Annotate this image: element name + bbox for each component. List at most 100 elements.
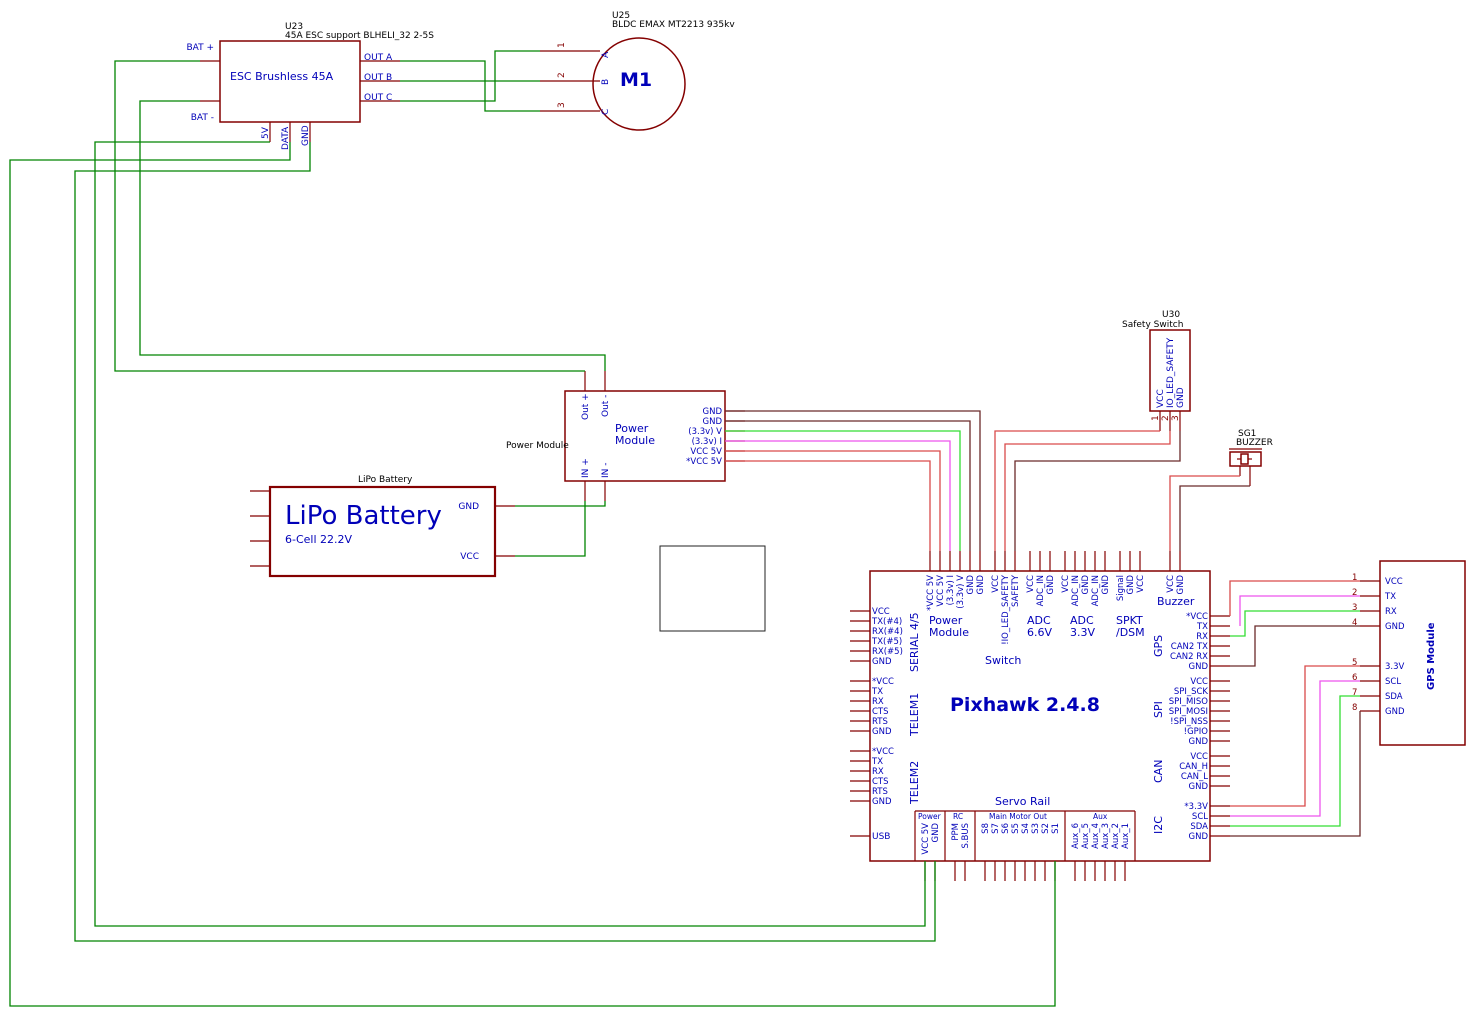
safety-switch-component: U30 Safety Switch VCC IO_LED_SAFETY GND … xyxy=(1122,310,1191,431)
esc-out-b: OUT B xyxy=(364,73,392,83)
gps-pin-label: TX xyxy=(1384,592,1396,602)
pixhawk-bottom-pin-label: Aux_5 xyxy=(1081,823,1091,849)
pixhawk-left-pin-label: RX xyxy=(872,767,884,777)
motor-num-2: 2 xyxy=(557,72,567,78)
pixhawk-usb: USB xyxy=(872,832,890,842)
blank-box xyxy=(659,545,766,632)
motor-num-3: 3 xyxy=(557,102,567,108)
safety-num-3: 3 xyxy=(1171,415,1181,421)
pixhawk-telem1: TELEM1 xyxy=(908,693,921,737)
esc-bat-minus: BAT - xyxy=(191,113,214,123)
pixhawk-bottom-pin-label: Aux_4 xyxy=(1091,823,1101,849)
buzzer-desc: BUZZER xyxy=(1236,438,1273,448)
power-module-component: Power Module Power Module Out + Out - IN… xyxy=(506,371,745,501)
pixhawk-bottom-pin-label: S6 xyxy=(1001,823,1011,834)
gps-pin-number: 3 xyxy=(1352,603,1357,613)
gps-pin-number: 7 xyxy=(1352,688,1357,698)
pixhawk-bottom-pin-label: S1 xyxy=(1051,823,1061,834)
pixhawk-bottom-pin-label: S3 xyxy=(1031,823,1041,834)
motor-pin-a: A xyxy=(601,51,611,58)
buzzer-component: SG1 BUZZER xyxy=(1229,429,1273,486)
motor-name: M1 xyxy=(620,69,652,91)
power-module-label: Power Module xyxy=(506,441,569,451)
pm-pin-label: *VCC 5V xyxy=(686,457,722,467)
pixhawk-top-pin-label: GND xyxy=(1081,575,1091,595)
pixhawk-top-pin-label: VCC 5V xyxy=(936,575,946,607)
pixhawk-top-pin-label: (3.3v) V xyxy=(956,575,966,609)
pixhawk-top-pin-label: SAFETY xyxy=(1011,574,1021,607)
gps-pin-label: VCC xyxy=(1385,577,1403,587)
gps-pin-number: 1 xyxy=(1352,573,1357,583)
pixhawk-pm2: Module xyxy=(929,626,969,639)
pixhawk-top-pin-label: !IO_LED_SAFETY xyxy=(1001,574,1011,645)
esc-name: ESC Brushless 45A xyxy=(230,70,334,83)
esc-data: DATA xyxy=(281,126,291,150)
pixhawk-serial45: SERIAL 4/5 xyxy=(908,612,921,672)
pixhawk-top-pin-label: ADC_IN xyxy=(1071,575,1081,606)
esc-ref: U23 xyxy=(285,22,303,32)
pixhawk-bottom-pin-label: GND xyxy=(931,823,941,843)
pixhawk-main: Main Motor Out xyxy=(989,812,1047,821)
pixhawk-top-pin-label: GND xyxy=(1046,575,1056,595)
pixhawk-bottom-pin-label: Aux_2 xyxy=(1111,823,1121,849)
safety-pin-led: IO_LED_SAFETY xyxy=(1166,337,1176,408)
pm-pin-label: (3.3v) I xyxy=(692,437,722,447)
pixhawk-right-pin-label: SPI_MOSI xyxy=(1169,707,1208,717)
gps-pin-label: SCL xyxy=(1385,677,1401,687)
pixhawk-top-pin-label: ADC_IN xyxy=(1036,575,1046,606)
pixhawk-right-pin-label: *3.3V xyxy=(1184,802,1208,812)
pixhawk-left-pin-label: GND xyxy=(872,657,892,667)
pm-in-minus: IN - xyxy=(601,463,611,479)
pixhawk-pm1: Power xyxy=(929,614,963,627)
pixhawk-left-pin-label: *VCC xyxy=(872,747,894,757)
safety-desc: Safety Switch xyxy=(1122,320,1183,330)
pm-out-plus: Out + xyxy=(581,393,591,420)
pixhawk-top-pin-label: GND xyxy=(966,575,976,595)
battery-vcc: VCC xyxy=(460,552,479,562)
gps-pin-label: GND xyxy=(1385,622,1405,632)
pm-pin-label: GND xyxy=(703,407,723,417)
esc-5v: 5V xyxy=(261,126,271,139)
pixhawk-right-pin-label: VCC xyxy=(1190,752,1208,762)
safety-num-2: 2 xyxy=(1161,415,1171,421)
pixhawk-bottom-pin-label: Aux_1 xyxy=(1121,823,1131,849)
pixhawk-right-pin-label: !GPIO xyxy=(1184,727,1209,737)
pixhawk-i2c: I2C xyxy=(1152,816,1165,834)
pixhawk-right-pin-label: SPI_MISO xyxy=(1169,697,1209,707)
pixhawk-aux: Aux xyxy=(1093,812,1108,821)
pm-out-minus: Out - xyxy=(601,395,611,417)
motor-component: U25 BLDC EMAX MT2213 935kv M1 A B C 1 2 … xyxy=(540,11,735,131)
pixhawk-bottom-pin-label: S.BUS xyxy=(961,823,971,849)
pixhawk-spi: SPI xyxy=(1152,701,1165,718)
pixhawk-left-pin-label: RX(#4) xyxy=(872,627,903,637)
battery-component: LiPo Battery LiPo Battery 6-Cell 22.2V G… xyxy=(250,475,515,578)
pm-pin-label: GND xyxy=(703,417,723,427)
esc-bat-plus: BAT + xyxy=(186,43,214,53)
gps-pin-label: RX xyxy=(1385,607,1397,617)
pixhawk-top-pin-label: GND xyxy=(1176,575,1186,595)
gps-pin-number: 2 xyxy=(1352,588,1357,598)
pixhawk-spkt2: /DSM xyxy=(1116,626,1145,639)
pixhawk-bottom-pin-label: S2 xyxy=(1041,823,1051,834)
wires xyxy=(9,50,1361,1007)
pixhawk-spkt1: SPKT xyxy=(1116,614,1143,627)
pixhawk-top-pin-label: (3.3v) I xyxy=(946,575,956,605)
gps-pin-number: 5 xyxy=(1352,658,1357,668)
pixhawk-bottom-pin-label: Aux_3 xyxy=(1101,823,1111,849)
pixhawk-top-pin-label: *VCC 5V xyxy=(926,575,936,611)
gps-pin-label: GND xyxy=(1385,707,1405,717)
esc-component: U23 45A ESC support BLHELI_32 2-5S ESC B… xyxy=(186,22,434,150)
pm-in-plus: IN + xyxy=(581,458,591,478)
pixhawk-can: CAN xyxy=(1152,760,1165,783)
pm-pin-label: VCC 5V xyxy=(690,447,722,457)
pixhawk-right-pin-label: SCL xyxy=(1192,812,1208,822)
pixhawk-left-pin-label: RTS xyxy=(872,717,888,727)
motor-pin-c: C xyxy=(601,109,611,115)
pixhawk-right-pin-label: GND xyxy=(1189,737,1209,747)
pixhawk-left-pin-label: TX(#5) xyxy=(871,637,902,647)
power-module-name1: Power xyxy=(615,422,649,435)
pm-pin-label: (3.3v) V xyxy=(688,427,722,437)
motor-ref: U25 xyxy=(612,11,630,21)
